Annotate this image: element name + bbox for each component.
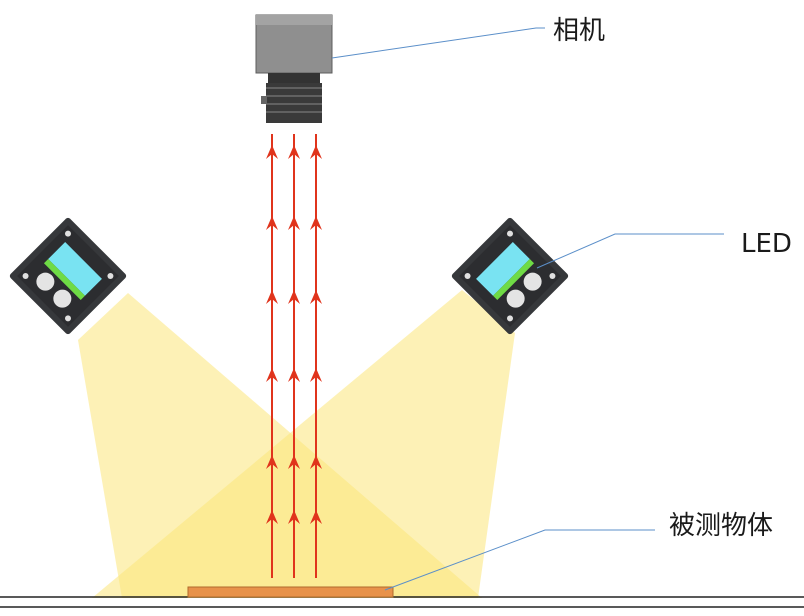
camera-lens-mount [268, 73, 320, 83]
ray-arrowhead [310, 216, 322, 230]
camera-focus-screw [261, 96, 267, 104]
ray-arrowheads [266, 145, 322, 524]
light-beams [78, 290, 515, 598]
ray-arrowhead [310, 510, 322, 524]
camera-lens [266, 83, 322, 123]
ray-arrowhead [288, 510, 300, 524]
ray-arrowhead [288, 145, 300, 159]
ray-arrowhead [310, 455, 322, 469]
object-leader-line [384, 529, 655, 591]
camera-lens-rings [266, 87, 322, 113]
leader-lines [331, 27, 724, 591]
object-under-test [187, 586, 394, 598]
led-label: LED [741, 229, 792, 259]
ray-arrowhead [266, 216, 278, 230]
ray-arrowhead [310, 290, 322, 304]
ground-surface [0, 596, 804, 608]
reflected-rays [271, 134, 317, 578]
camera-label: 相机 [553, 16, 606, 46]
camera-leader-line [331, 27, 545, 59]
ray-arrowhead [266, 368, 278, 382]
right-led-beam [92, 290, 515, 598]
object-label: 被测物体 [669, 511, 774, 541]
ray-arrowhead [310, 145, 322, 159]
right-led-icon [451, 217, 569, 335]
ray-arrowhead [288, 290, 300, 304]
ray-arrowhead [288, 455, 300, 469]
ray-arrowhead [288, 216, 300, 230]
ray-arrowhead [266, 455, 278, 469]
camera-body-shade [256, 15, 332, 25]
ray-arrowhead [266, 145, 278, 159]
left-led-icon [9, 217, 127, 335]
ray-arrowhead [310, 368, 322, 382]
ray-arrowhead [266, 510, 278, 524]
ray-arrowhead [266, 290, 278, 304]
ray-arrowhead [288, 368, 300, 382]
camera-icon [255, 14, 333, 123]
led-leader-line [536, 233, 724, 269]
